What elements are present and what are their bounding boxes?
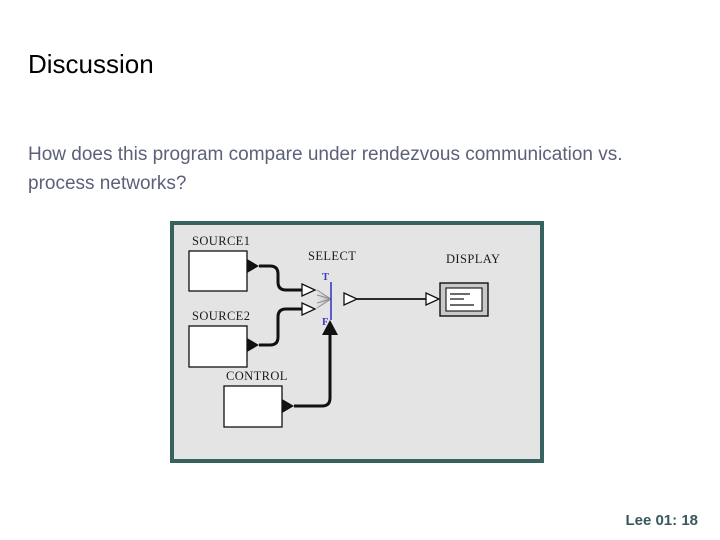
source2-label: SOURCE2 [192, 309, 250, 323]
source1-block[interactable] [188, 250, 248, 292]
select-control-input-arrow-icon [322, 320, 338, 335]
source2-block[interactable] [188, 325, 248, 368]
source1-output-port-icon [247, 259, 259, 273]
page-title: Discussion [28, 49, 154, 79]
wire-control-to-select [294, 335, 332, 408]
wire-source2-to-select [259, 307, 302, 347]
source2-output-port-icon [247, 338, 259, 352]
select-label: SELECT [308, 249, 356, 263]
control-label: CONTROL [226, 369, 288, 383]
display-label: DISPLAY [446, 252, 500, 266]
control-output-port-icon [282, 399, 294, 413]
discussion-question-text: How does this program compare under rend… [28, 144, 623, 194]
source1-label: SOURCE1 [192, 234, 250, 248]
display-input-port-icon[interactable] [425, 291, 441, 307]
slide-footer-note: Lee 01: 18 [625, 512, 698, 529]
control-block[interactable] [223, 385, 283, 428]
select-true-input-port-icon[interactable] [301, 282, 317, 298]
block-diagram-svg: SOURCE1 SOURCE2 CONTROL SELECT [188, 234, 500, 428]
select-actor-glyph[interactable] [315, 282, 332, 320]
select-false-port-label: F [322, 317, 328, 328]
select-output-port-icon[interactable] [343, 291, 359, 307]
diagram-panel: SOURCE1 SOURCE2 CONTROL SELECT [170, 221, 544, 463]
wire-source1-to-select [259, 264, 302, 292]
select-false-input-port-icon[interactable] [301, 301, 317, 317]
select-true-port-label: T [322, 272, 329, 283]
display-block[interactable] [439, 282, 489, 317]
